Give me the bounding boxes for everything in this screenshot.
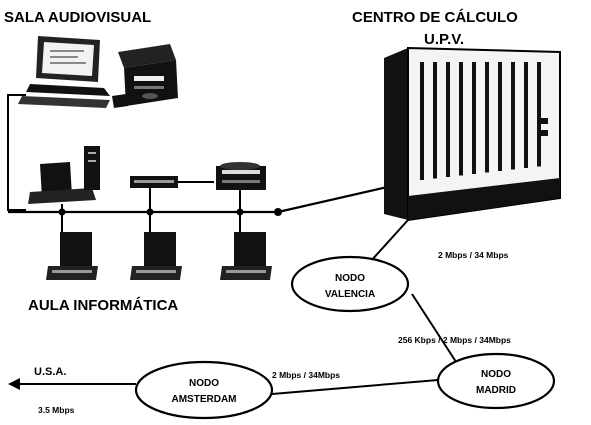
nodo-amsterdam-line1: NODO xyxy=(189,378,219,389)
nodo-madrid: NODO MADRID xyxy=(436,352,556,410)
nodo-amsterdam: NODO AMSTERDAM xyxy=(134,360,274,420)
rack-card-slot xyxy=(524,62,528,168)
arrow-left-icon xyxy=(8,378,20,390)
hub-icon xyxy=(130,176,214,212)
nodo-madrid-line2: MADRID xyxy=(476,385,516,396)
aula-pc-icon xyxy=(46,232,98,280)
link-centro-valencia xyxy=(369,219,409,263)
sala-cable xyxy=(7,94,26,211)
lan-to-centro-link xyxy=(277,184,393,214)
aula-pc-icon xyxy=(130,232,182,280)
rack-card-slot xyxy=(498,62,502,171)
workstation-icon xyxy=(18,36,110,108)
usa-label: U.S.A. xyxy=(34,366,66,378)
rack-card-slot xyxy=(459,62,463,176)
link-speed-centro-valencia: 2 Mbps / 34 Mbps xyxy=(438,250,509,260)
nodo-valencia-line1: NODO xyxy=(335,273,365,284)
nodo-amsterdam-line2: AMSTERDAM xyxy=(172,394,237,405)
sala-audiovisual-title: SALA AUDIOVISUAL xyxy=(4,9,151,26)
rack-card-slot xyxy=(446,62,450,177)
rack-card-slot xyxy=(485,62,489,173)
aula-informatica-title: AULA INFORMÁTICA xyxy=(28,297,178,314)
link-speed-valencia-madrid: 256 Kbps / 2 Mbps / 34Mbps xyxy=(398,335,511,345)
rack-card-slot xyxy=(511,62,515,170)
upv-title: U.P.V. xyxy=(424,31,464,48)
link-speed-madrid-amsterdam: 2 Mbps / 34Mbps xyxy=(272,370,340,380)
link-valencia-madrid xyxy=(411,293,461,369)
centro-calculo-title: CENTRO DE CÁLCULO xyxy=(352,9,518,26)
server-rack-icon xyxy=(384,46,561,222)
nodo-valencia-line2: VALENCIA xyxy=(325,289,375,300)
usa-link-speed: 3.5 Mbps xyxy=(38,405,75,415)
nodo-madrid-line1: NODO xyxy=(481,369,511,380)
rack-card-slot xyxy=(420,62,424,180)
bus-node xyxy=(274,208,282,216)
projector-icon xyxy=(112,44,178,108)
rack-card-slot xyxy=(472,62,476,174)
desktop-pc-icon xyxy=(28,146,100,212)
rack-card-slot xyxy=(433,62,437,179)
link-madrid-amsterdam xyxy=(271,379,439,395)
rack-card-slot xyxy=(537,62,541,167)
router-icon xyxy=(216,162,266,212)
nodo-valencia: NODO VALENCIA xyxy=(290,255,410,313)
aula-pc-icon xyxy=(220,232,272,280)
